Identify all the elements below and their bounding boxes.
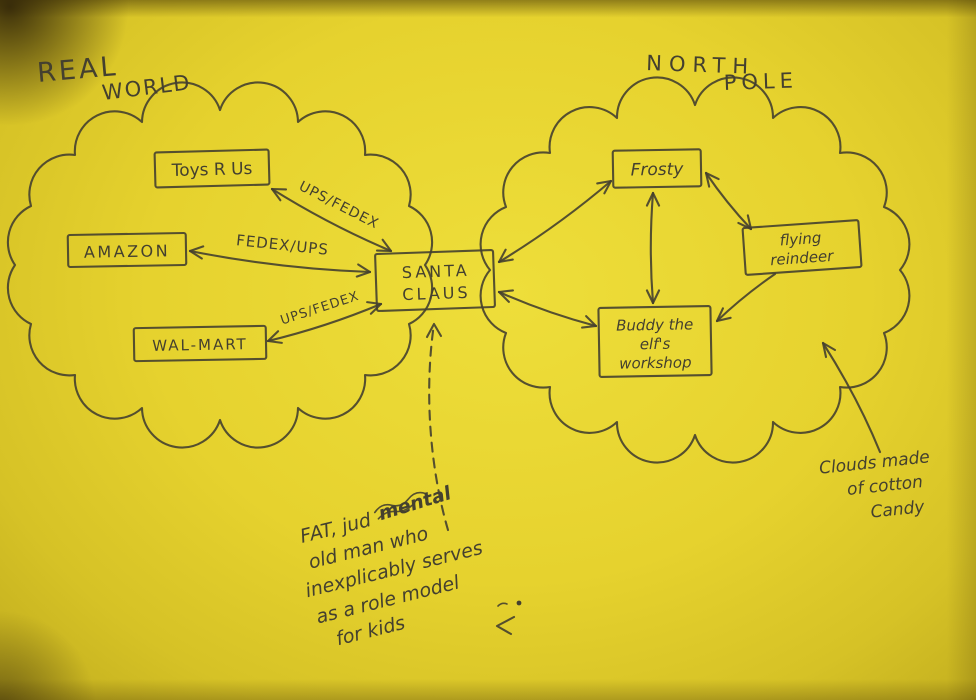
edge-amazon-santa	[188, 245, 372, 278]
node-toysrus: Toys R Us	[153, 148, 271, 189]
amazon-box	[66, 231, 188, 269]
flying-reindeer-box	[741, 219, 863, 276]
north-pole-title-line2: POLE	[723, 68, 798, 95]
edge-santa-workshop	[497, 289, 598, 329]
santa-claus-box	[374, 248, 496, 313]
edge-label-amazon-santa: FEDEX/UPS	[235, 231, 329, 259]
frosty-box	[611, 148, 703, 189]
scribble-overwrite	[373, 491, 427, 520]
walmart-label: WAL-MART	[152, 335, 248, 355]
santa-label-line2: CLAUS	[402, 283, 471, 304]
reindeer-label-line2: reindeer	[770, 247, 835, 269]
node-santa-claus: SANTA CLAUS	[374, 248, 496, 313]
real-world-cloud-outline	[6, 81, 434, 449]
toysrus-box	[153, 148, 271, 189]
cotton-candy-arrow	[821, 341, 882, 454]
node-amazon: AMAZON	[66, 231, 188, 269]
winking-face-doodle	[495, 600, 522, 636]
reindeer-label-line1: flying	[779, 229, 822, 250]
node-flying-reindeer: flying reindeer	[741, 219, 863, 276]
walmart-box	[132, 324, 268, 363]
edge-reindeer-workshop	[715, 272, 777, 323]
workshop-label-line1: Buddy the	[616, 315, 693, 334]
cotton-candy-note: Clouds made of cotton Candy	[818, 447, 931, 523]
node-buddy-workshop: Buddy the elf's workshop	[597, 305, 713, 378]
cotton-note-line2: of cotton	[846, 472, 924, 500]
north-pole-title-line1: NORTH	[646, 51, 756, 79]
workshop-label-line2: elf's	[640, 335, 671, 354]
node-frosty: Frosty	[611, 148, 703, 189]
toysrus-label: Toys R Us	[170, 159, 252, 181]
edge-toysrus-santa	[270, 187, 393, 253]
edge-frosty-workshop	[645, 191, 661, 305]
node-walmart: WAL-MART	[132, 324, 268, 363]
edge-walmart-santa	[266, 301, 383, 344]
edge-frosty-reindeer	[704, 171, 753, 231]
edge-label-toysrus-santa: UPS/FEDEX	[296, 178, 381, 232]
santa-label-line1: SANTA	[401, 261, 469, 282]
edge-santa-frosty	[497, 179, 613, 264]
north-pole-cloud-outline	[479, 76, 911, 464]
santa-description-note: FAT, jud mental old man who inexplicably…	[298, 482, 485, 650]
edge-label-walmart-santa: UPS/FEDEX	[279, 289, 361, 329]
amazon-label: AMAZON	[84, 241, 171, 262]
dashed-callout-arrow	[425, 322, 450, 532]
santa-note-line1b-overwritten: mental	[376, 482, 454, 525]
buddy-workshop-box	[597, 305, 713, 378]
cotton-note-line3: Candy	[870, 497, 927, 523]
workshop-label-line3: workshop	[619, 353, 692, 372]
real-world-title-line1: REAL	[36, 51, 120, 89]
frosty-label: Frosty	[630, 160, 684, 181]
